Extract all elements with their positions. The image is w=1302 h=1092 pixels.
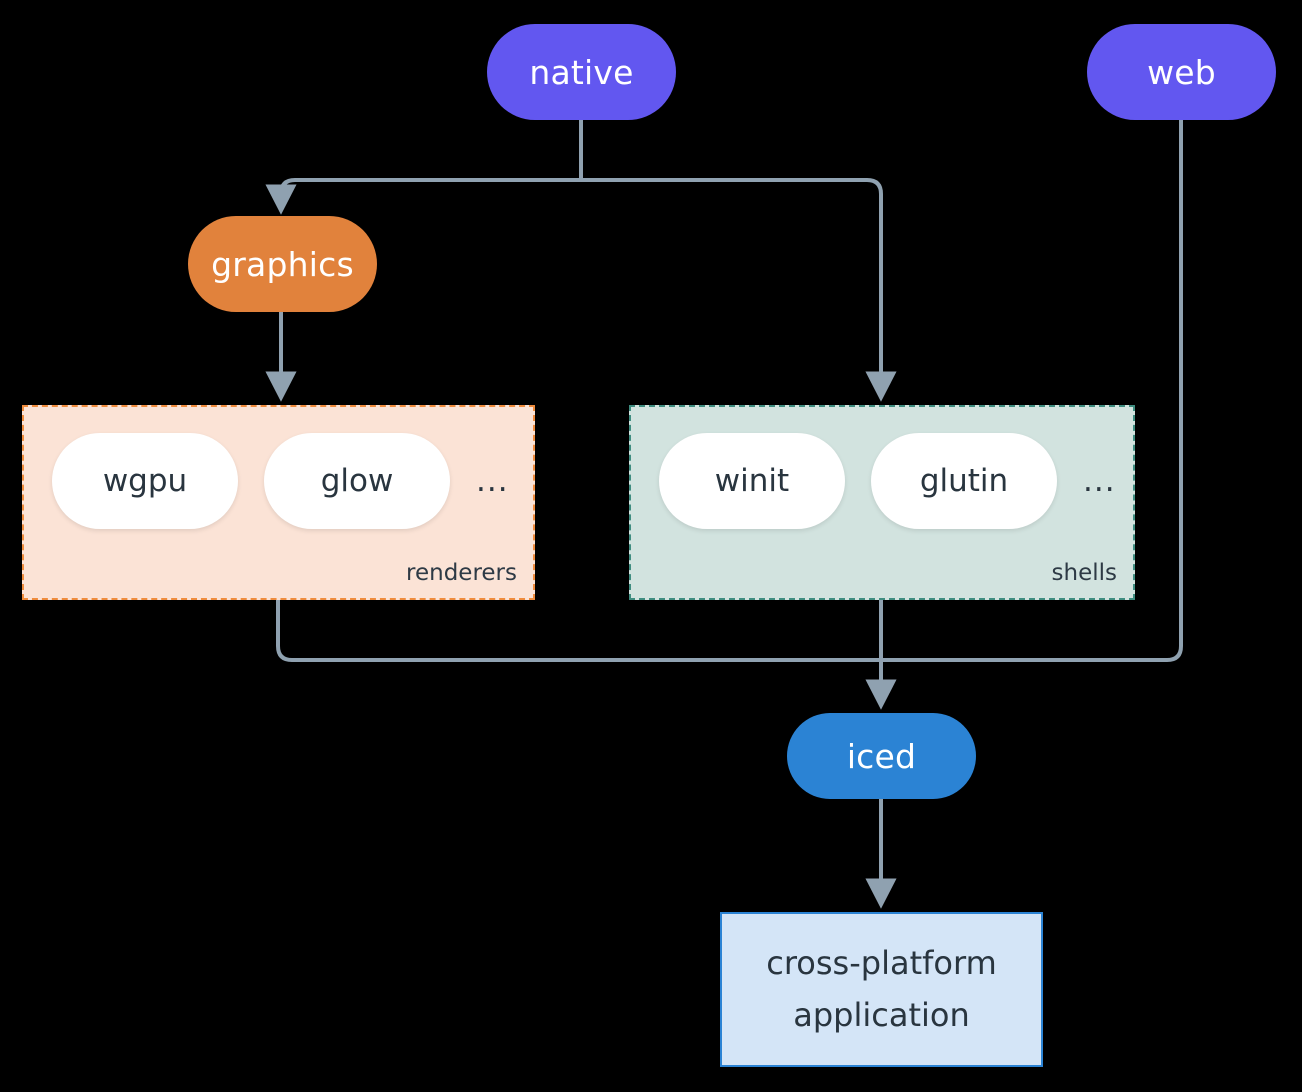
edge-renderers-to-iced: [276, 600, 881, 662]
group-shells-items: winit glutin ...: [631, 407, 1133, 598]
node-wgpu-label: wgpu: [102, 463, 188, 499]
node-wgpu[interactable]: wgpu: [52, 433, 238, 529]
node-application-line2: application: [793, 995, 970, 1034]
renderers-more-ellipsis: ...: [476, 463, 509, 499]
node-application[interactable]: cross-platform application: [720, 912, 1043, 1067]
node-native[interactable]: native: [487, 24, 676, 120]
node-native-label: native: [529, 52, 634, 92]
node-winit[interactable]: winit: [659, 433, 845, 529]
node-glutin-label: glutin: [919, 463, 1009, 499]
node-iced[interactable]: iced: [787, 713, 976, 799]
node-glow[interactable]: glow: [264, 433, 450, 529]
node-iced-label: iced: [846, 736, 917, 776]
node-winit-label: winit: [714, 463, 790, 499]
node-application-line1: cross-platform: [766, 944, 997, 983]
node-graphics[interactable]: graphics: [188, 216, 377, 312]
edge-native-to-graphics: [265, 178, 581, 215]
node-graphics-label: graphics: [211, 244, 354, 284]
node-application-text: cross-platform application: [766, 938, 996, 1040]
group-shells-caption: shells: [1051, 560, 1117, 586]
edge-native-to-shells: [581, 178, 897, 402]
node-glow-label: glow: [320, 463, 394, 499]
node-web-label: web: [1147, 52, 1216, 92]
node-glutin[interactable]: glutin: [871, 433, 1057, 529]
node-web[interactable]: web: [1087, 24, 1276, 120]
group-renderers-caption: renderers: [406, 560, 517, 586]
group-renderers[interactable]: wgpu glow ... renderers: [22, 405, 535, 600]
edge-web-to-iced: [881, 120, 1183, 662]
group-shells[interactable]: winit glutin ... shells: [629, 405, 1135, 600]
group-renderers-items: wgpu glow ...: [24, 407, 533, 598]
shells-more-ellipsis: ...: [1083, 463, 1116, 499]
